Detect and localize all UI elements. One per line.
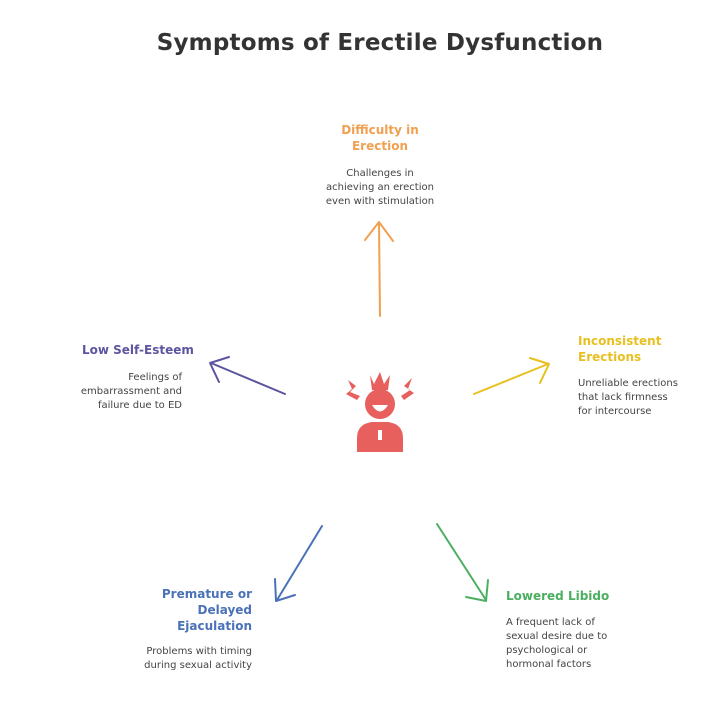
description-line: even with stimulation: [325, 196, 435, 207]
description-line: hormonal factors: [506, 659, 592, 670]
face-details: [372, 405, 388, 440]
node-libido-label: Lowered Libido: [506, 588, 656, 604]
description-line: for intercourse: [578, 406, 652, 417]
description-line: Problems with timing: [146, 646, 252, 657]
label-line: Difficulty in: [341, 123, 419, 137]
node-self-esteem-description: Feelings of embarrassment and failure du…: [40, 371, 182, 413]
description-line: failure due to ED: [97, 400, 182, 411]
description-line: during sexual activity: [144, 660, 252, 671]
description-line: A frequent lack of: [506, 617, 595, 628]
node-inconsistent-description: Unreliable erections that lack firmness …: [578, 377, 708, 419]
node-difficulty-label: Difficulty in Erection: [310, 122, 450, 154]
arrow-difficulty: [364, 221, 394, 317]
label-line: Premature or: [161, 587, 252, 601]
label-line: Ejaculation: [177, 619, 252, 633]
description-line: Feelings of: [128, 372, 182, 383]
label-line: Lowered Libido: [506, 589, 610, 603]
label-line: Inconsistent: [578, 334, 662, 348]
label-line: Low Self-Esteem: [82, 343, 194, 357]
description-line: sexual desire due to: [506, 631, 608, 642]
description-line: embarrassment and: [80, 386, 182, 397]
label-line: Delayed: [197, 603, 253, 617]
node-difficulty-description: Challenges in achieving an erection even…: [300, 167, 460, 209]
node-libido-description: A frequent lack of sexual desire due to …: [506, 616, 656, 672]
node-premature-description: Problems with timing during sexual activ…: [100, 645, 252, 673]
description-line: achieving an erection: [326, 182, 434, 193]
arrow-premature: [274, 525, 323, 602]
label-line: Erection: [351, 139, 408, 153]
arrow-inconsistent: [473, 357, 550, 395]
node-inconsistent-label: Inconsistent Erections: [578, 333, 708, 365]
description-line: that lack firmness: [578, 392, 668, 403]
diagram-title: Symptoms of Erectile Dysfunction: [156, 30, 604, 56]
description-line: Challenges in: [346, 168, 414, 179]
arrow-self-esteem: [209, 356, 286, 395]
label-line: Erections: [578, 350, 642, 364]
description-line: Unreliable erections: [578, 378, 678, 389]
node-premature-label: Premature or Delayed Ejaculation: [100, 586, 252, 634]
node-self-esteem-label: Low Self-Esteem: [82, 342, 222, 358]
description-line: psychological or: [506, 645, 588, 656]
arrow-libido: [436, 523, 489, 602]
